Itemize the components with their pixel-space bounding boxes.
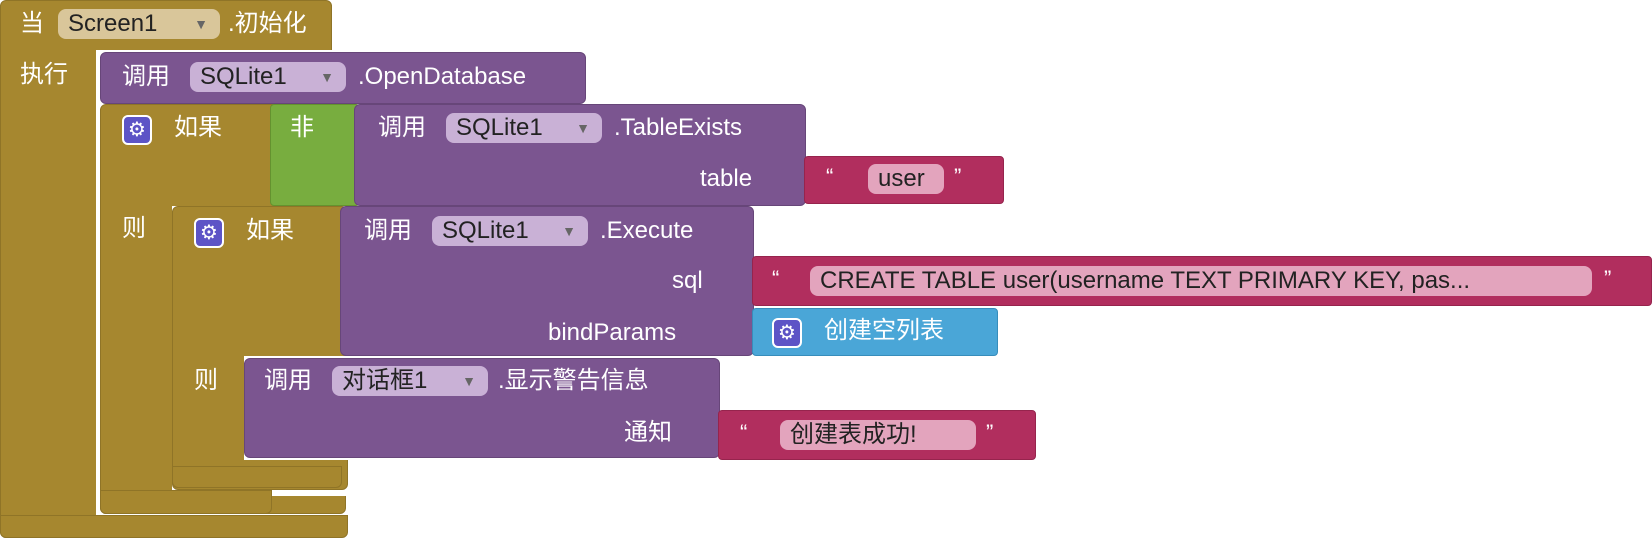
chevron-down-icon[interactable]: ▼ (320, 69, 334, 85)
show-alert-method-label: .显示警告信息 (498, 367, 649, 394)
table-name-field[interactable]: user (868, 164, 944, 194)
if2-then-label: 则 (194, 367, 218, 394)
sql-ellipsis: ... (1450, 267, 1471, 294)
call-label: 调用 (364, 217, 412, 244)
bind-params-label: bindParams (548, 319, 677, 346)
if1-then-label: 则 (122, 215, 146, 242)
create-empty-list-block[interactable] (752, 308, 998, 356)
chevron-down-icon[interactable]: ▼ (562, 223, 576, 239)
screen-component-name: Screen1 (68, 10, 158, 37)
sql-statement-text: CREATE TABLE user(username TEXT PRIMARY … (820, 267, 1451, 294)
sqlite-component-dropdown[interactable]: SQLite1 ▼ (190, 62, 346, 92)
dialog-component-name: 对话框1 (342, 367, 428, 394)
sqlite-component-name: SQLite1 (200, 63, 287, 90)
not-label: 非 (290, 114, 314, 141)
dialog-component-dropdown[interactable]: 对话框1 ▼ (332, 366, 488, 396)
notice-param-label: 通知 (624, 419, 672, 446)
sqlite-component-dropdown[interactable]: SQLite1 ▼ (432, 216, 588, 246)
table-exists-method-label: .TableExists (614, 114, 743, 141)
if2-bottom (172, 466, 342, 488)
gear-icon[interactable]: ⚙ (122, 115, 152, 145)
table-param-label: table (700, 165, 753, 192)
quote-open: “ (740, 420, 748, 445)
do-label: 执行 (20, 61, 68, 88)
open-database-method-label: .OpenDatabase (358, 63, 527, 90)
quote-open: “ (826, 164, 834, 189)
quote-close: ” (954, 164, 962, 189)
gear-icon[interactable]: ⚙ (194, 218, 224, 248)
sqlite-component-name: SQLite1 (442, 217, 529, 244)
not-logic-block[interactable] (270, 104, 360, 206)
quote-close: ” (1604, 266, 1612, 291)
event-block-bottom (0, 515, 348, 538)
call-label: 调用 (122, 63, 170, 90)
gear-icon[interactable]: ⚙ (772, 318, 802, 348)
notice-message-field[interactable]: 创建表成功! (780, 420, 976, 450)
create-empty-list-label: 创建空列表 (824, 317, 944, 344)
execute-method-label: .Execute (600, 217, 694, 244)
chevron-down-icon[interactable]: ▼ (576, 120, 590, 136)
chevron-down-icon[interactable]: ▼ (462, 373, 476, 389)
sqlite-component-name: SQLite1 (456, 114, 543, 141)
if1-if-label: 如果 (174, 114, 222, 141)
when-label: 当 (20, 10, 44, 37)
call-label: 调用 (378, 114, 426, 141)
event-name-label: .初始化 (228, 10, 307, 37)
quote-close: ” (986, 420, 994, 445)
call-label: 调用 (264, 367, 312, 394)
sql-param-label: sql (672, 267, 703, 294)
screen-component-dropdown[interactable]: Screen1 ▼ (58, 9, 220, 39)
if1-bottom (100, 490, 272, 514)
sqlite-component-dropdown[interactable]: SQLite1 ▼ (446, 113, 602, 143)
chevron-down-icon[interactable]: ▼ (194, 16, 208, 32)
if2-if-label: 如果 (246, 217, 294, 244)
sql-statement-field[interactable]: CREATE TABLE user(username TEXT PRIMARY … (810, 266, 1592, 296)
quote-open: “ (772, 266, 780, 291)
